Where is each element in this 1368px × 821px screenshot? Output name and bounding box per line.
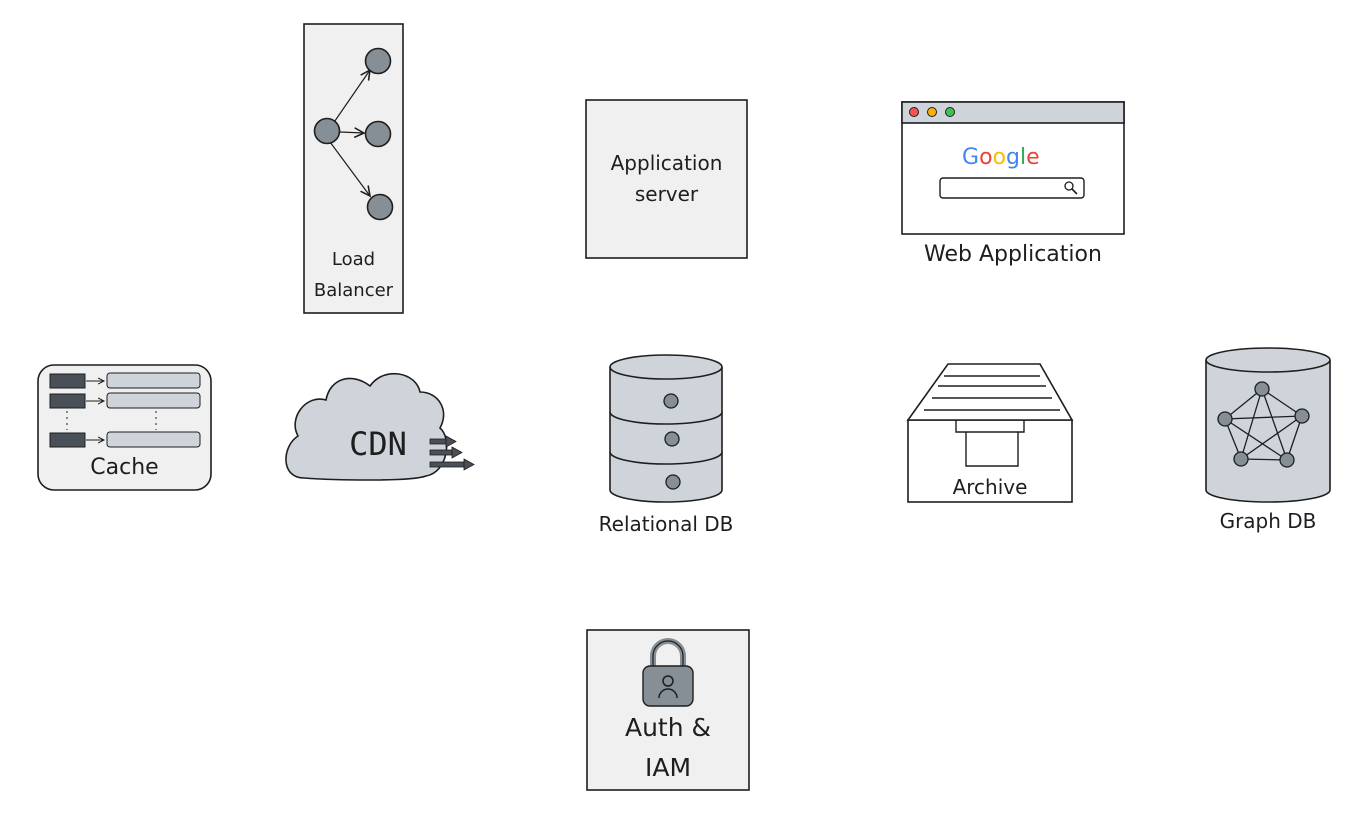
relational-db-cylinder (609, 354, 723, 503)
auth-label-line1: Auth & (624, 713, 712, 742)
archive-label: Archive (952, 475, 1028, 499)
app-server-label-line1: Application (610, 151, 723, 175)
window-close-dot (909, 107, 919, 117)
web-application-label: Web Application (924, 242, 1102, 267)
cache-icon (49, 372, 201, 448)
graph-network-icon (1217, 381, 1310, 468)
google-logo: Google (962, 145, 1040, 170)
load-balancer-box (303, 23, 404, 314)
search-icon (1064, 181, 1078, 195)
archive-drawer (906, 363, 1074, 503)
cdn-transfer-arrows (429, 435, 475, 471)
app-server-box (585, 99, 748, 259)
auth-label-line2: IAM (644, 753, 692, 782)
cache-box (37, 364, 212, 491)
app-server-label-line2: server (634, 182, 699, 206)
load-balancer-label-line1: Load (331, 249, 376, 270)
auth-box (586, 629, 750, 791)
load-balancer-label-line2: Balancer (313, 280, 394, 301)
cache-label: Cache (90, 455, 159, 480)
graph-db-label: Graph DB (1219, 509, 1317, 533)
lock-icon (642, 638, 694, 707)
load-balancer-icon (313, 47, 394, 221)
browser-search-bar (939, 177, 1085, 199)
relational-db-label: Relational DB (598, 512, 734, 536)
cdn-label: CDN (349, 425, 407, 463)
window-minimize-dot (927, 107, 937, 117)
window-maximize-dot (945, 107, 955, 117)
browser-window: Google (901, 101, 1125, 235)
graph-db-cylinder (1205, 347, 1331, 503)
cdn-cloud (285, 372, 475, 481)
